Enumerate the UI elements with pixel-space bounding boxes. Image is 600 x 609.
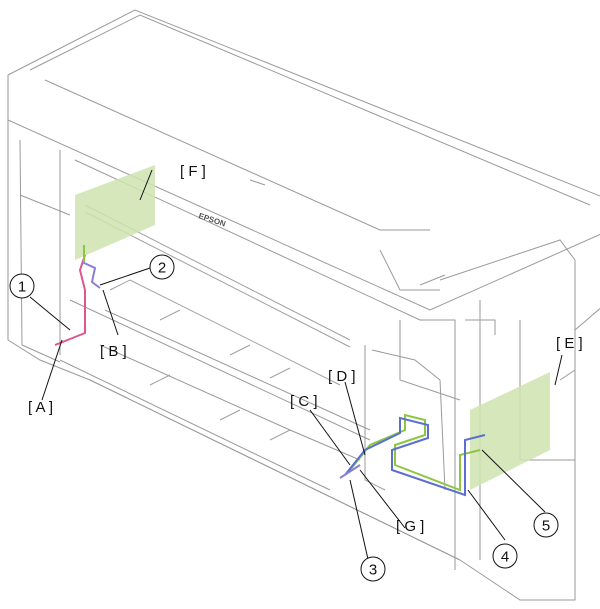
label-c: [ C ]	[290, 393, 318, 410]
cable-pink	[54, 254, 86, 346]
leader-lines	[29, 169, 563, 569]
highlight-area-e	[470, 372, 550, 490]
cable-green	[349, 413, 481, 492]
callout-4-text: 4	[501, 549, 509, 566]
cable-purple-b	[81, 261, 101, 289]
callout-1: 1	[9, 273, 35, 299]
printer-body-outline	[7, 9, 600, 601]
highlight-area-f	[75, 165, 155, 260]
label-b: [ B ]	[100, 343, 127, 360]
callout-3-text: 3	[369, 562, 377, 579]
cable-blue	[344, 416, 486, 497]
callout-5-text: 5	[542, 518, 550, 535]
label-e: [ E ]	[556, 335, 583, 352]
brand-mark: EPSON	[197, 211, 227, 228]
callout-1-text: 1	[18, 279, 26, 296]
callout-4: 4	[492, 543, 518, 569]
callout-2-text: 2	[158, 260, 166, 277]
callout-3: 3	[360, 556, 386, 582]
cable-purple-g	[339, 464, 361, 479]
label-g: [ G ]	[396, 518, 424, 535]
label-a: [ A ]	[28, 399, 53, 416]
callout-5: 5	[533, 512, 559, 538]
label-d: [ D ]	[328, 368, 356, 385]
label-f: [ F ]	[180, 163, 206, 180]
callout-2: 2	[149, 254, 175, 280]
